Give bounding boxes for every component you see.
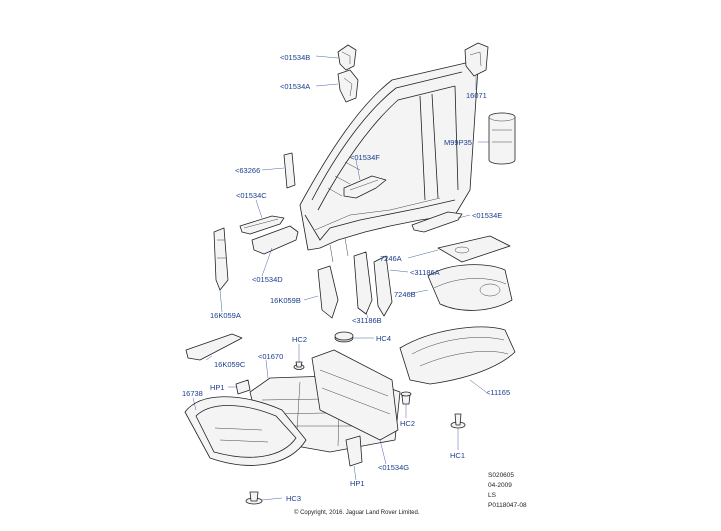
label-HC2-top[interactable]: HC2 bbox=[292, 335, 307, 344]
label-HC3[interactable]: HC3 bbox=[286, 494, 301, 503]
clip-HC2-b[interactable] bbox=[400, 391, 412, 405]
bracket-01534F[interactable] bbox=[343, 175, 387, 199]
can-M99P35[interactable] bbox=[488, 112, 516, 165]
label-16K059C[interactable]: 16K059C bbox=[214, 360, 246, 369]
meta-ref: P0118047-08 bbox=[488, 502, 527, 509]
panel-31186A[interactable] bbox=[373, 255, 393, 317]
bracket-01534C[interactable] bbox=[239, 215, 285, 235]
label-HC1[interactable]: HC1 bbox=[450, 451, 465, 460]
strip-63266[interactable] bbox=[283, 152, 296, 189]
shield-7246B[interactable] bbox=[427, 264, 513, 311]
grommet-HC2-top[interactable] bbox=[293, 361, 305, 370]
bracket-01534A[interactable] bbox=[337, 69, 359, 103]
label-HC4[interactable]: HC4 bbox=[376, 334, 391, 343]
pad-7246A[interactable] bbox=[437, 235, 511, 263]
label-16K059A[interactable]: 16K059A bbox=[210, 311, 241, 320]
label-11165[interactable]: <11165 bbox=[486, 388, 510, 397]
body-side-frame bbox=[299, 61, 479, 263]
label-01534D[interactable]: <01534D bbox=[252, 275, 283, 284]
grommet-HC1[interactable] bbox=[450, 413, 466, 429]
copyright-notice: © Copyright, 2016. Jaguar Land Rover Lim… bbox=[294, 509, 420, 516]
label-HP1-a[interactable]: HP1 bbox=[210, 383, 225, 392]
label-31186B[interactable]: <31186B bbox=[352, 316, 382, 325]
meta-region: LS bbox=[488, 492, 497, 499]
foam-16K059B[interactable] bbox=[317, 265, 339, 319]
label-01534G[interactable]: <01534G bbox=[378, 463, 409, 472]
foam-16K059A[interactable] bbox=[213, 227, 229, 291]
diagram-metadata: S020605 04-2009 LS P0118047-08 bbox=[488, 472, 527, 509]
floor-11165[interactable] bbox=[399, 326, 516, 385]
label-16071[interactable]: 16071 bbox=[466, 91, 487, 100]
tray-16738[interactable] bbox=[184, 396, 307, 466]
label-01534C[interactable]: <01534C bbox=[236, 191, 267, 200]
bracket-HP1-a[interactable] bbox=[235, 379, 251, 395]
label-HC2-b[interactable]: HC2 bbox=[400, 419, 415, 428]
bracket-HP1-b[interactable] bbox=[345, 435, 363, 467]
label-7246B[interactable]: 7246B bbox=[394, 290, 416, 299]
label-M99P35[interactable]: M99P35 bbox=[444, 138, 472, 147]
grommet-HC4[interactable] bbox=[334, 331, 354, 343]
label-31186A[interactable]: <31186A bbox=[410, 268, 440, 277]
label-01534B[interactable]: <01534B bbox=[280, 53, 310, 62]
label-16738[interactable]: 16738 bbox=[182, 389, 203, 398]
bracket-01534B[interactable] bbox=[337, 44, 357, 71]
label-HP1-b[interactable]: HP1 bbox=[350, 479, 365, 488]
label-7246A[interactable]: 7246A bbox=[380, 254, 402, 263]
meta-code: S020605 bbox=[488, 472, 514, 479]
bracket-01534E[interactable] bbox=[411, 211, 463, 233]
panel-center[interactable] bbox=[311, 349, 399, 441]
label-01534E[interactable]: <01534E bbox=[472, 211, 502, 220]
leader-lines bbox=[192, 55, 489, 501]
panel-31186B[interactable] bbox=[353, 251, 373, 315]
label-01534F[interactable]: <01534F bbox=[350, 153, 380, 162]
meta-date: 04-2009 bbox=[488, 482, 512, 489]
part-labels: <01534B <01534A 16071 M99P35 <63266 <015… bbox=[182, 53, 510, 503]
label-63266[interactable]: <63266 bbox=[235, 166, 260, 175]
label-01670[interactable]: <01670 bbox=[258, 352, 283, 361]
label-16K059B[interactable]: 16K059B bbox=[270, 296, 301, 305]
plate-01534D[interactable] bbox=[251, 225, 299, 255]
label-01534A[interactable]: <01534A bbox=[280, 82, 310, 91]
grommet-HC3[interactable] bbox=[245, 491, 263, 505]
part-16071[interactable] bbox=[464, 42, 489, 77]
foam-16K059C[interactable] bbox=[185, 333, 243, 361]
